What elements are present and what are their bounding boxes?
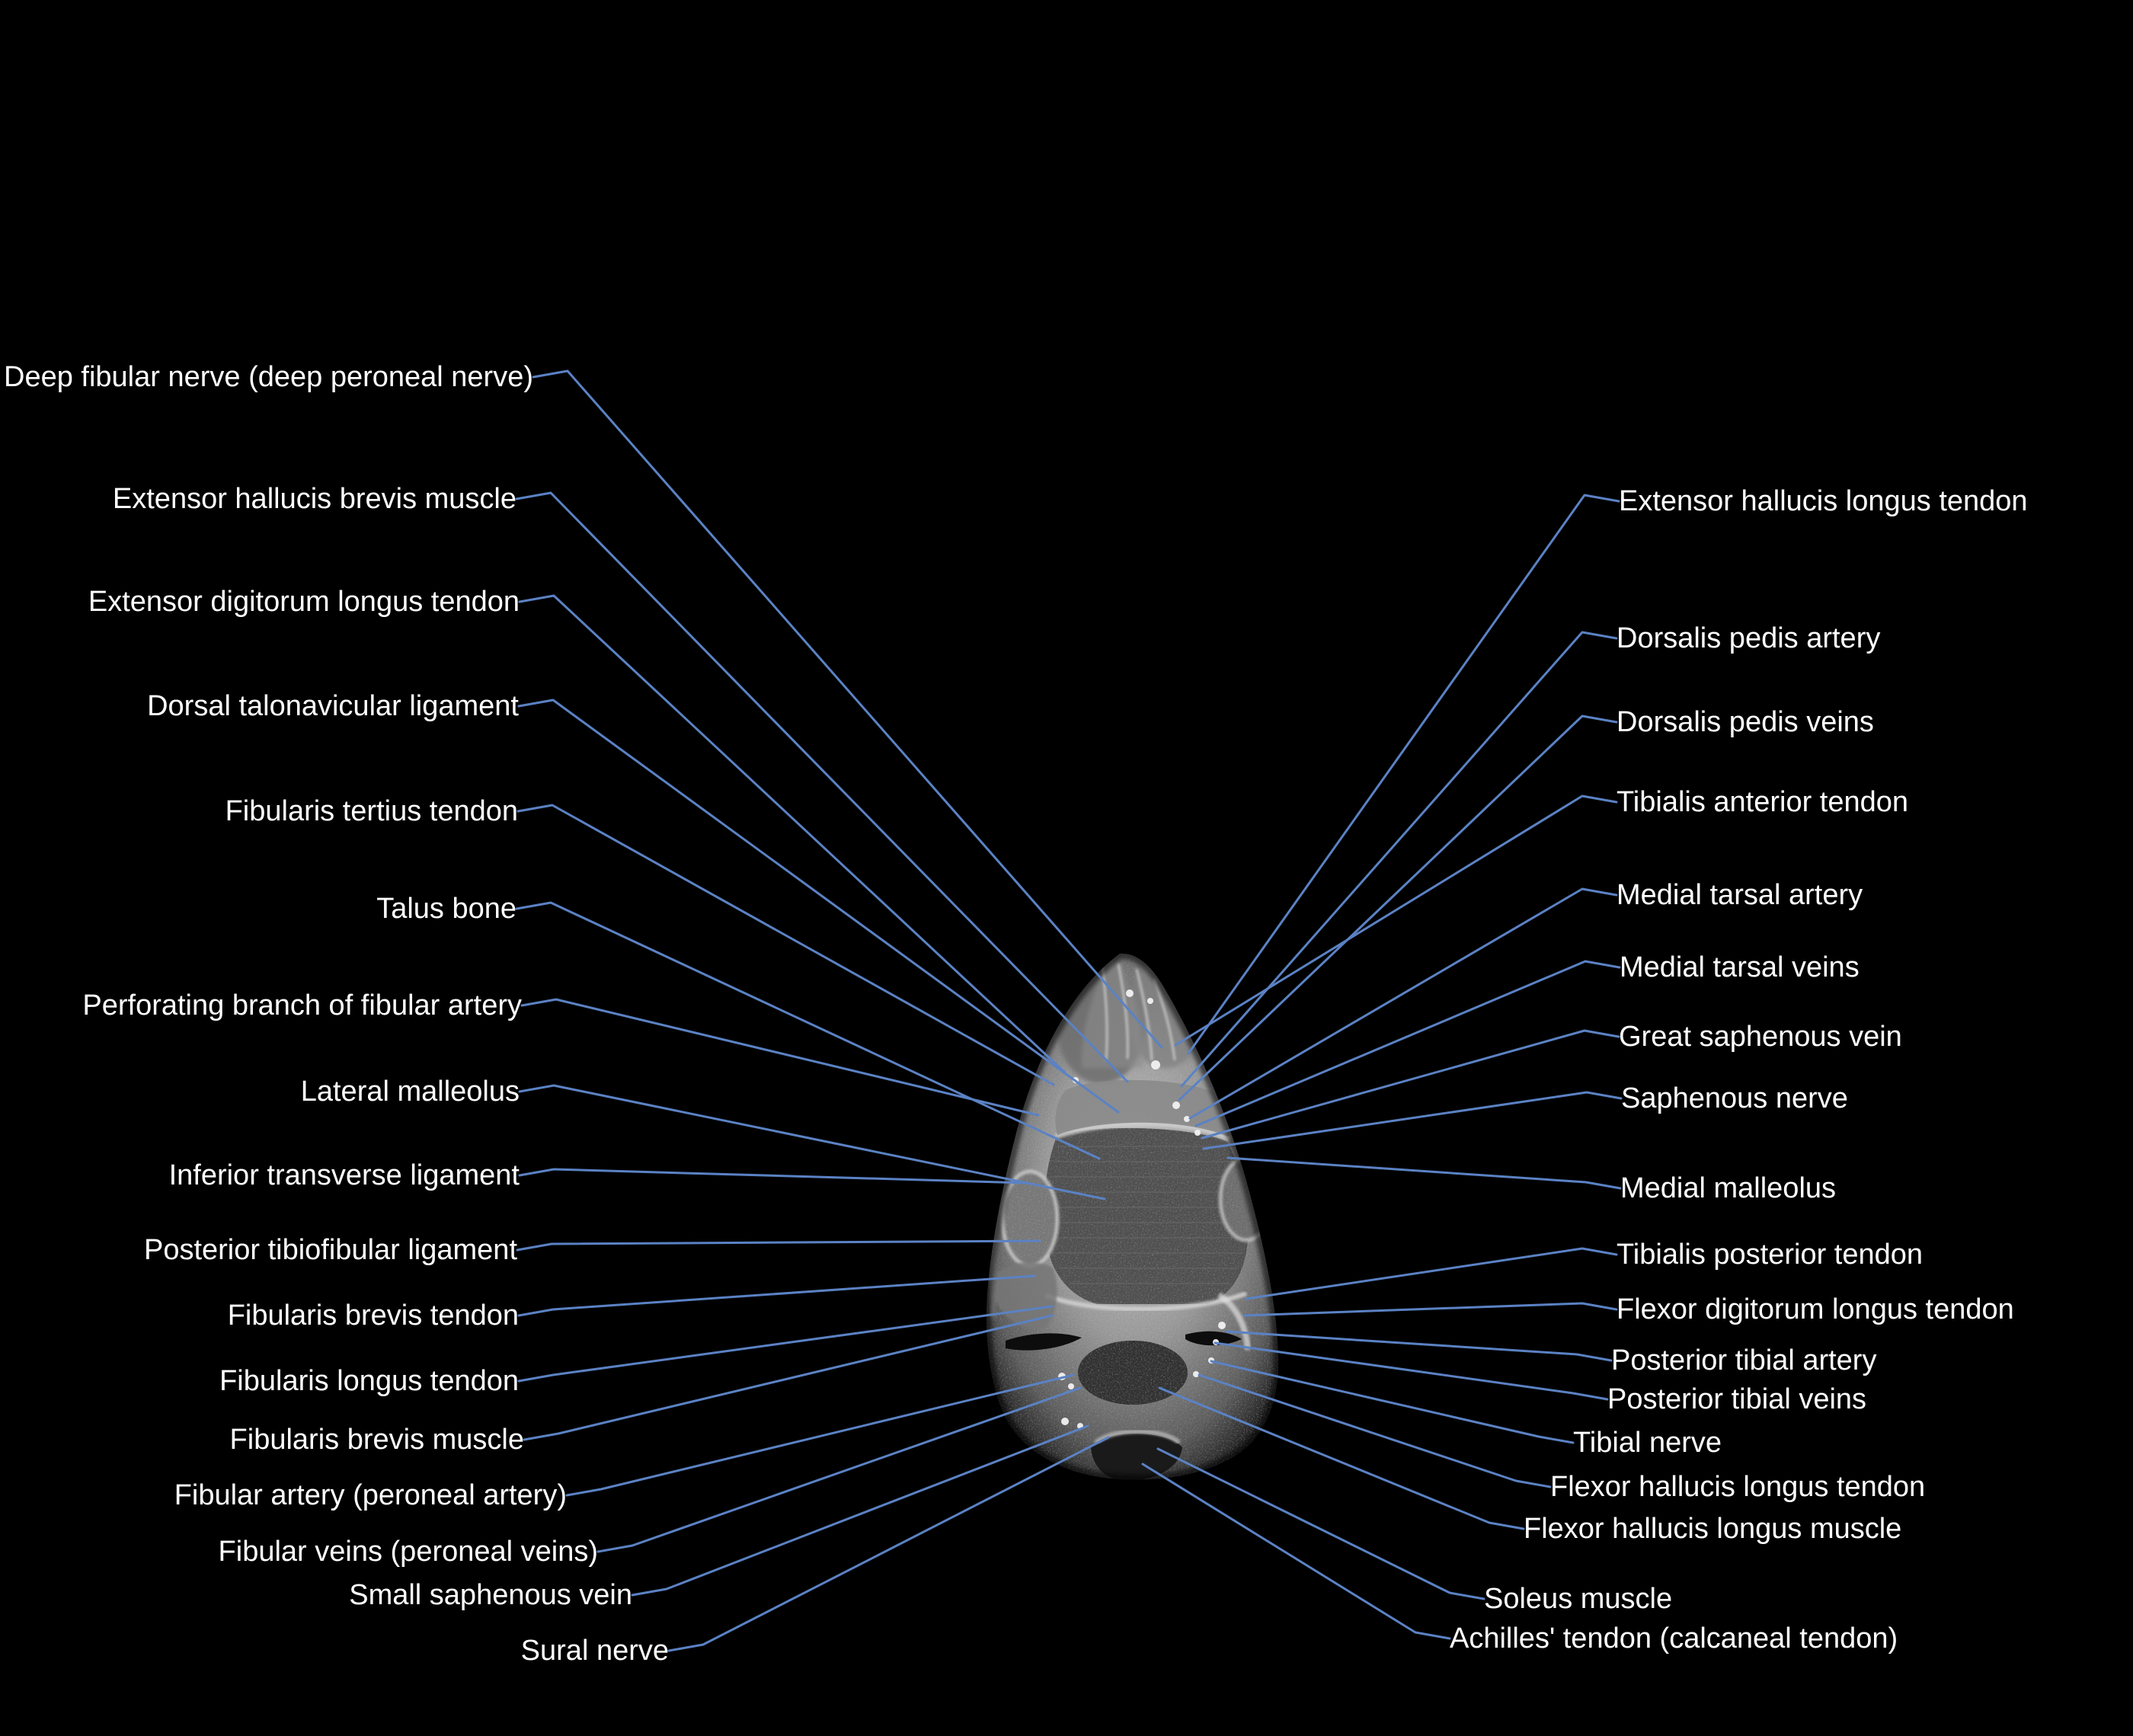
anatomy-label-right-13: Tibial nerve: [1573, 1427, 1722, 1459]
anatomy-label-right-17: Achilles' tendon (calcaneal tendon): [1450, 1623, 1898, 1654]
anatomy-label-right-10: Flexor digitorum longus tendon: [1617, 1293, 2014, 1325]
anatomy-label-right-1: Dorsalis pedis artery: [1617, 622, 1881, 654]
anatomy-label-left-3: Dorsal talonavicular ligament: [147, 690, 519, 722]
anatomy-label-left-1: Extensor hallucis brevis muscle: [112, 483, 516, 515]
anatomy-label-left-14: Fibular veins (peroneal veins): [218, 1536, 598, 1568]
anatomy-label-right-16: Soleus muscle: [1484, 1583, 1673, 1615]
anatomy-label-left-11: Fibularis longus tendon: [219, 1365, 519, 1397]
anatomy-label-right-3: Tibialis anterior tendon: [1617, 786, 1909, 818]
anatomy-label-right-12: Posterior tibial veins: [1607, 1383, 1867, 1415]
anatomy-label-right-0: Extensor hallucis longus tendon: [1619, 485, 2028, 517]
anatomy-label-left-13: Fibular artery (peroneal artery): [174, 1479, 567, 1511]
anatomy-label-right-11: Posterior tibial artery: [1611, 1344, 1877, 1376]
anatomy-label-left-8: Inferior transverse ligament: [168, 1159, 520, 1191]
anatomy-label-left-12: Fibularis brevis muscle: [229, 1424, 524, 1456]
anatomy-label-left-16: Sural nerve: [520, 1635, 669, 1667]
anatomy-label-right-2: Dorsalis pedis veins: [1617, 706, 1874, 738]
anatomy-label-right-6: Great saphenous vein: [1619, 1021, 1902, 1053]
anatomy-label-right-9: Tibialis posterior tendon: [1617, 1239, 1924, 1271]
anatomy-label-right-7: Saphenous nerve: [1621, 1082, 1848, 1114]
anatomy-label-right-5: Medial tarsal veins: [1620, 951, 1860, 983]
anatomy-label-right-4: Medial tarsal artery: [1617, 879, 1863, 911]
anatomy-label-left-5: Talus bone: [376, 893, 516, 925]
anatomy-label-left-2: Extensor digitorum longus tendon: [88, 586, 520, 618]
anatomy-label-left-9: Posterior tibiofibular ligament: [143, 1234, 517, 1266]
anatomy-label-right-15: Flexor hallucis longus muscle: [1524, 1513, 1902, 1545]
anatomy-label-left-10: Fibularis brevis tendon: [227, 1300, 519, 1332]
anatomy-label-left-7: Lateral malleolus: [300, 1076, 520, 1108]
anatomy-label-left-0: Deep fibular nerve (deep peroneal nerve): [4, 361, 533, 393]
anatomy-label-left-4: Fibularis tertius tendon: [225, 795, 518, 827]
anatomy-label-right-14: Flexor hallucis longus tendon: [1550, 1471, 1926, 1503]
anatomy-label-left-15: Small saphenous vein: [349, 1579, 632, 1611]
anatomy-label-right-8: Medial malleolus: [1620, 1172, 1837, 1204]
anatomy-label-left-6: Perforating branch of fibular artery: [82, 989, 522, 1021]
